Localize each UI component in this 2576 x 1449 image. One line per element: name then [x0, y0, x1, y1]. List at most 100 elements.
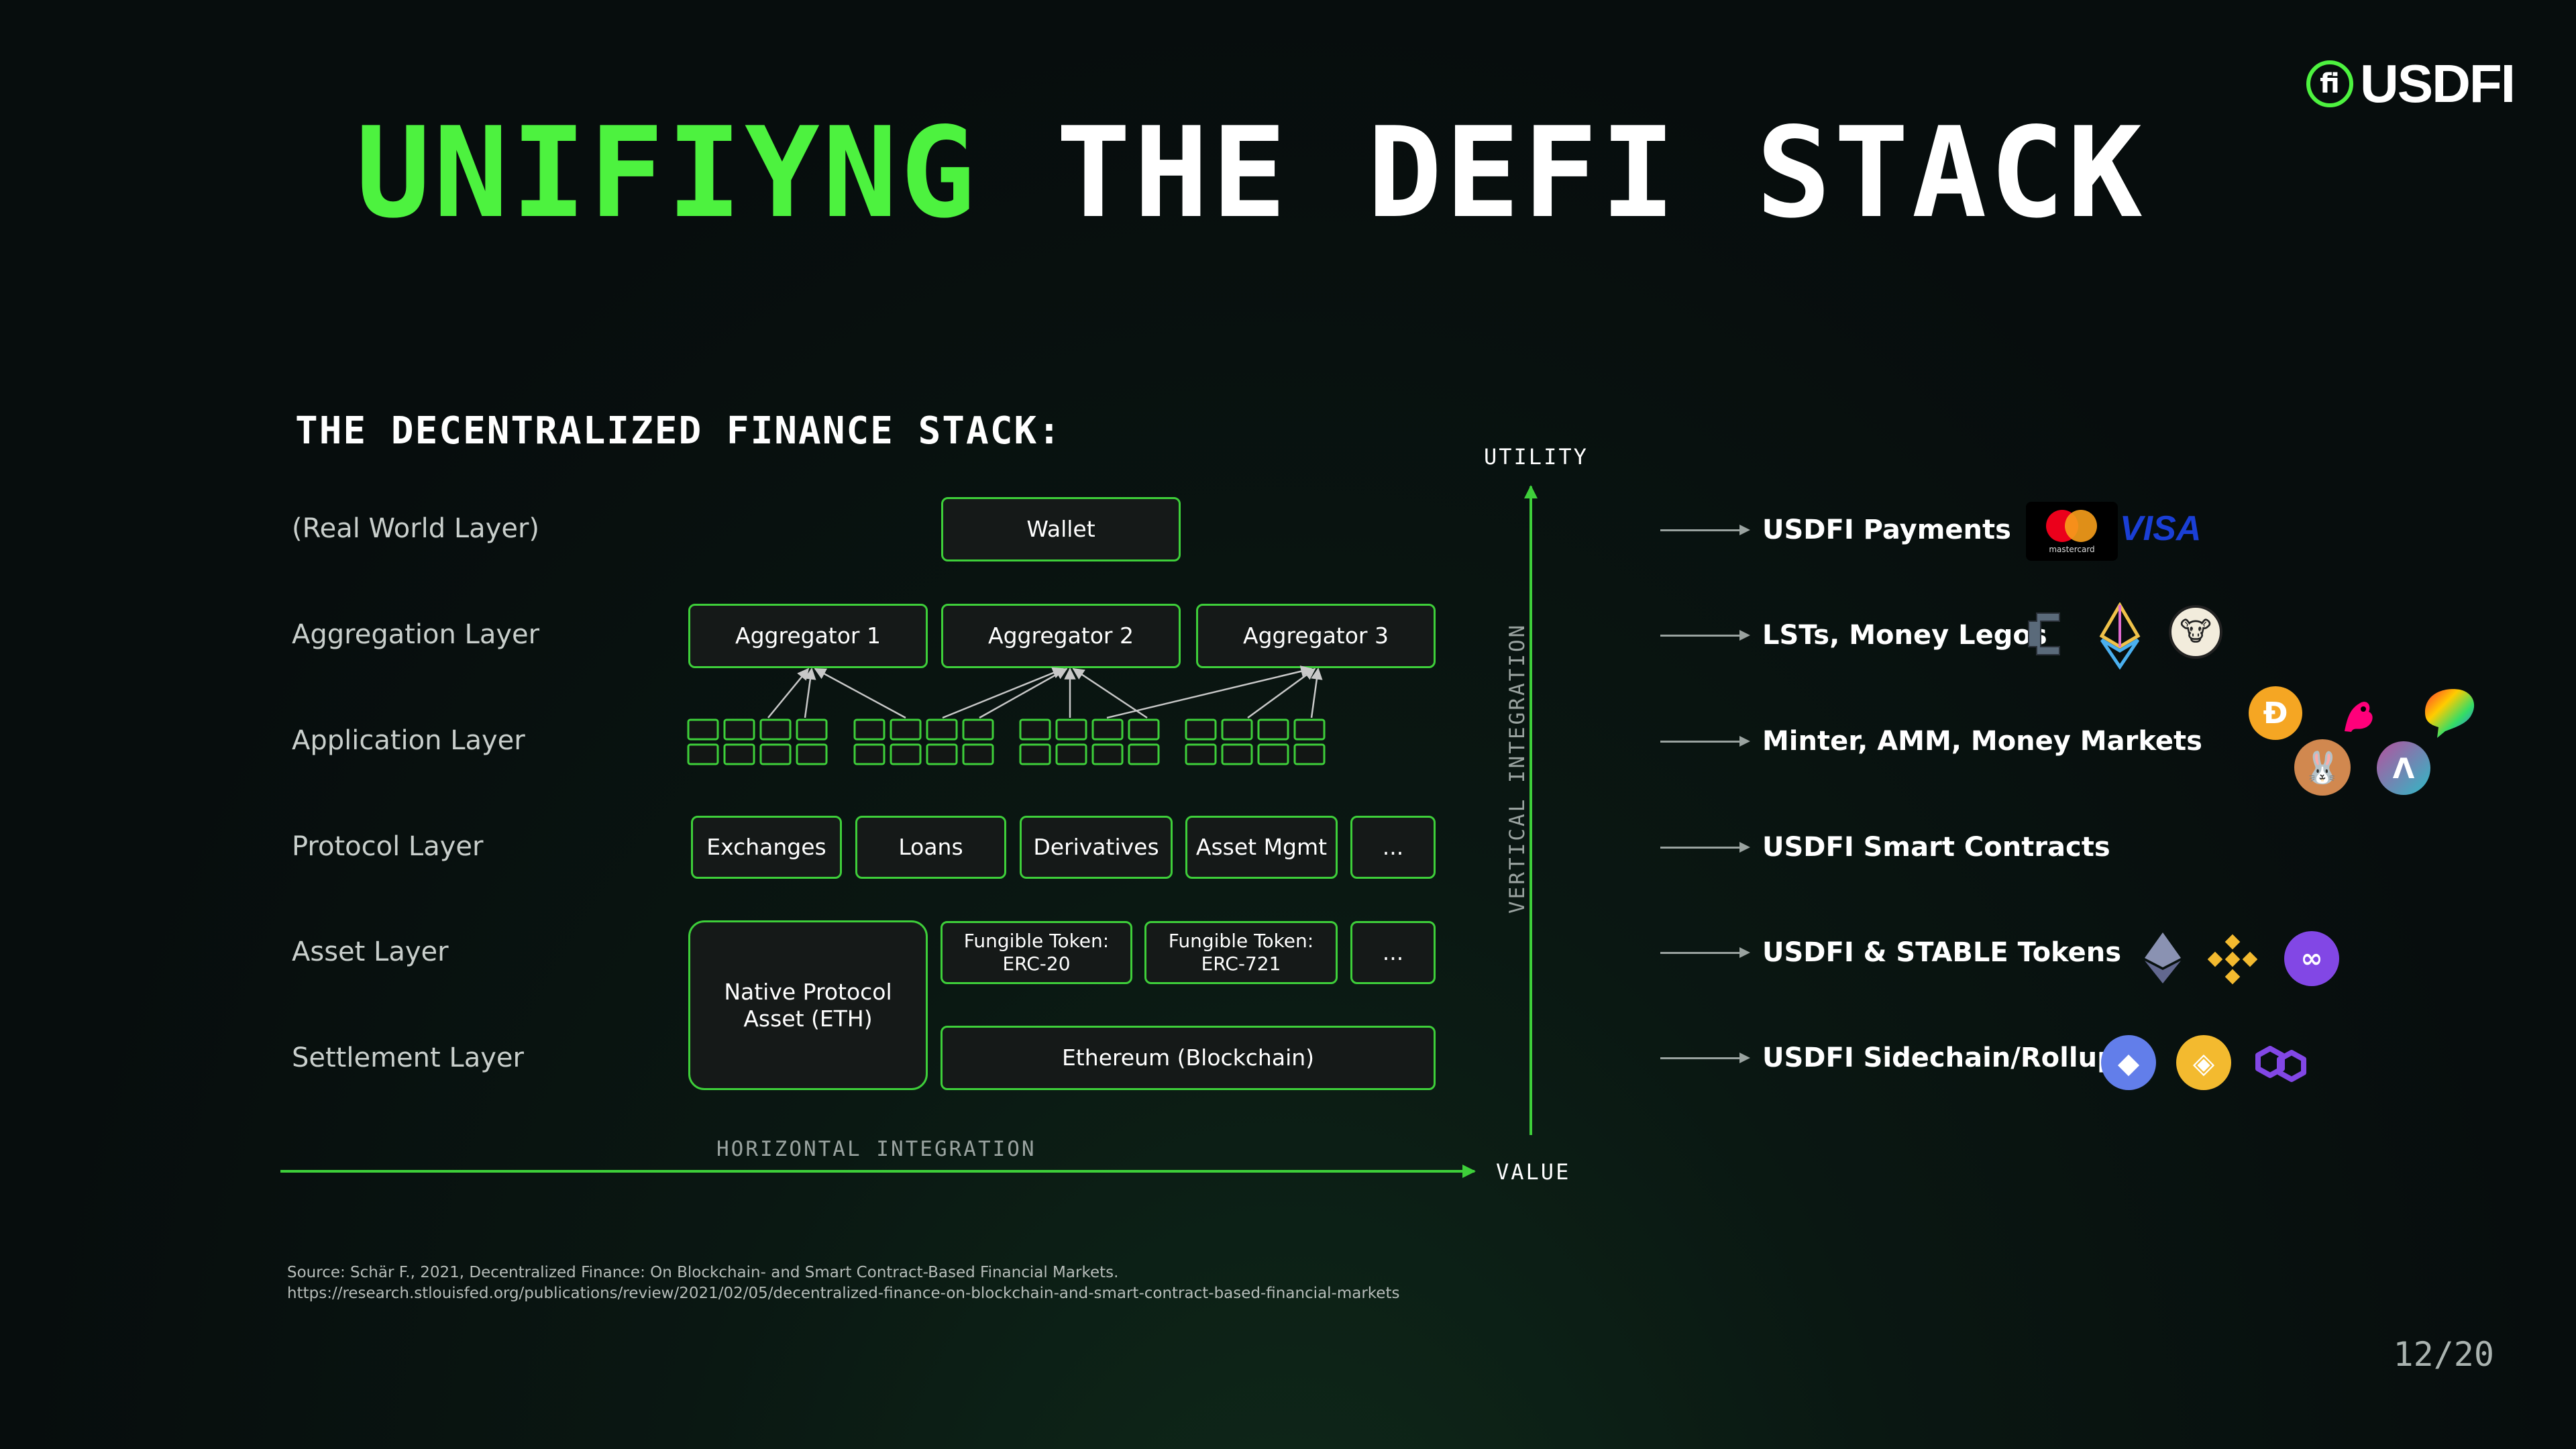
- application-cell: [890, 743, 922, 765]
- protocol-box-exchanges: Exchanges: [691, 816, 842, 879]
- pancakeswap-icon: 🐰: [2294, 739, 2351, 796]
- application-cell: [853, 743, 885, 765]
- protocol-box-loans: Loans: [855, 816, 1006, 879]
- usdfi-row-minter: Minter, AMM, Money Markets: [1660, 721, 2202, 761]
- ethereum-coin-icon: ◆: [2101, 1035, 2156, 1090]
- native-asset-line1: Native Protocol: [724, 978, 892, 1005]
- utility-axis-label: UTILITY: [1484, 444, 1589, 470]
- usdfi-row-label: USDFI Sidechain/Rollup: [1762, 1042, 2116, 1073]
- bnb-coin-icon: ◈: [2176, 1035, 2231, 1090]
- usdfi-row-label: USDFI & STABLE Tokens: [1762, 937, 2121, 968]
- usdfi-logo-mark: fi: [2306, 60, 2353, 107]
- bnb-icon: [2207, 934, 2258, 985]
- layer-label-application: Application Layer: [292, 725, 525, 756]
- erc20-box: Fungible Token: ERC-20: [941, 921, 1132, 984]
- aggregator-box-1: Aggregator 1: [688, 604, 928, 668]
- usdfi-row-smart-contracts: USDFI Smart Contracts: [1660, 827, 2110, 867]
- usdfi-row-label: LSTs, Money Legos: [1762, 620, 2047, 651]
- arrow-right-icon: [1660, 947, 1750, 958]
- layer-label-settlement: Settlement Layer: [292, 1042, 524, 1073]
- ethereum-rainbow-icon: [2099, 602, 2141, 669]
- arrow-right-icon: [1660, 1052, 1750, 1063]
- application-cell: [1221, 743, 1253, 765]
- application-cell: [1091, 718, 1124, 741]
- layer-label-asset: Asset Layer: [292, 936, 449, 967]
- usdfi-row-sidechain: USDFI Sidechain/Rollup: [1660, 1038, 2116, 1078]
- layer-label-aggregation: Aggregation Layer: [292, 619, 540, 650]
- usdfi-row-tokens: USDFI & STABLE Tokens: [1660, 932, 2121, 973]
- arrow-right-icon: [1660, 629, 1750, 641]
- settlement-box: Ethereum (Blockchain): [941, 1026, 1436, 1090]
- erc721-line1: Fungible Token:: [1168, 930, 1314, 953]
- protocol-label: Loans: [898, 834, 963, 861]
- application-cell: [962, 743, 994, 765]
- wallet-box: Wallet: [941, 497, 1181, 561]
- application-cell: [1128, 743, 1160, 765]
- ethereum-icon: [2145, 932, 2181, 983]
- protocol-box-asset-mgmt: Asset Mgmt: [1185, 816, 1338, 879]
- slide-title: UNIFIYNG THE DEFI STACK: [356, 111, 2145, 235]
- erc20-line2: ERC-20: [1002, 953, 1071, 975]
- aggregator-connectors: [767, 665, 1323, 719]
- curve-icon: [2425, 689, 2475, 738]
- application-cell: [1055, 718, 1087, 741]
- application-cell: [687, 718, 719, 741]
- value-axis-label: VALUE: [1496, 1159, 1571, 1185]
- pixel-c-icon: [2028, 612, 2060, 655]
- application-cell: [1091, 743, 1124, 765]
- page-number: 12/20: [2393, 1335, 2494, 1374]
- application-cell: [759, 743, 792, 765]
- application-cell: [759, 718, 792, 741]
- mastercard-icon: mastercard: [2026, 502, 2118, 561]
- slide-title-highlight: UNIFIYNG: [356, 100, 978, 246]
- arrow-right-icon: [1660, 524, 1750, 535]
- visa-icon: VISA: [2120, 509, 2202, 548]
- uniswap-unicorn-icon: [2345, 702, 2373, 732]
- settlement-label: Ethereum (Blockchain): [1061, 1044, 1315, 1071]
- section-subtitle: THE DECENTRALIZED FINANCE STACK:: [295, 409, 1062, 453]
- application-cell: [1019, 718, 1051, 741]
- protocol-box-derivatives: Derivatives: [1020, 816, 1173, 879]
- erc721-line2: ERC-721: [1201, 953, 1281, 975]
- wallet-label: Wallet: [1026, 516, 1095, 543]
- arrow-right-icon: [1660, 841, 1750, 853]
- application-cell: [1257, 718, 1289, 741]
- usdfi-row-lsts: LSTs, Money Legos: [1660, 615, 2047, 655]
- aave-icon: Λ: [2377, 741, 2430, 795]
- cow-protocol-icon: 🐮: [2169, 605, 2222, 659]
- application-cell: [1185, 743, 1217, 765]
- usdfi-row-payments: USDFI Payments: [1660, 510, 2011, 550]
- usdfi-row-label: Minter, AMM, Money Markets: [1762, 726, 2202, 757]
- layer-label-protocol: Protocol Layer: [292, 831, 484, 862]
- application-cell: [723, 718, 755, 741]
- arrow-right-icon: [1660, 735, 1750, 747]
- application-cell: [1185, 718, 1217, 741]
- application-cell: [926, 743, 958, 765]
- application-cells: [687, 718, 1326, 765]
- asset-more-label: ...: [1382, 939, 1404, 966]
- application-cell: [1293, 718, 1326, 741]
- application-cell: [1221, 718, 1253, 741]
- application-cell: [1128, 718, 1160, 741]
- usdfi-row-label: USDFI Smart Contracts: [1762, 832, 2110, 863]
- mastercard-caption: mastercard: [2049, 545, 2095, 554]
- usdfi-logo: fi USDFI: [2306, 54, 2516, 113]
- usdfi-row-label: USDFI Payments: [1762, 515, 2011, 545]
- aggregator-label: Aggregator 3: [1243, 623, 1389, 649]
- aggregator-box-2: Aggregator 2: [941, 604, 1181, 668]
- application-cell: [1019, 743, 1051, 765]
- application-cell: [890, 718, 922, 741]
- application-cell: [962, 718, 994, 741]
- protocol-box-more: ...: [1350, 816, 1436, 879]
- source-url: https://research.stlouisfed.org/publicat…: [287, 1285, 1400, 1303]
- aggregator-box-3: Aggregator 3: [1196, 604, 1436, 668]
- protocol-label: Derivatives: [1033, 834, 1159, 861]
- protocol-label: Asset Mgmt: [1195, 834, 1328, 861]
- source-citation: Source: Schär F., 2021, Decentralized Fi…: [287, 1263, 1399, 1304]
- erc721-box: Fungible Token: ERC-721: [1144, 921, 1338, 984]
- application-cell: [926, 718, 958, 741]
- dai-icon: Ð: [2249, 686, 2302, 740]
- aggregator-label: Aggregator 2: [988, 623, 1134, 649]
- application-cell: [723, 743, 755, 765]
